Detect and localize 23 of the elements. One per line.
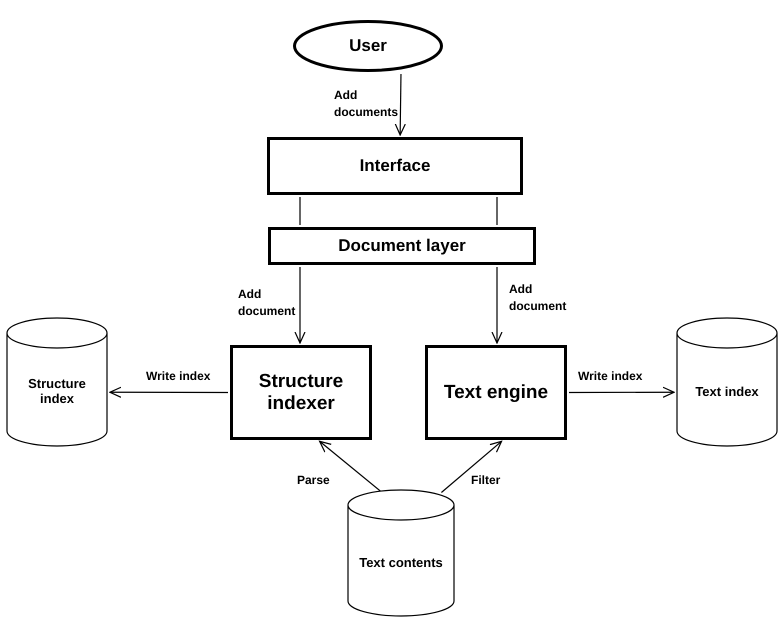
node-label: Structure indexer xyxy=(258,370,344,414)
arrow xyxy=(491,267,503,344)
node-label: Structure index xyxy=(27,376,87,406)
node-label: Text contents xyxy=(358,554,444,570)
database-cylinder xyxy=(347,490,455,616)
node-label: Interface xyxy=(358,156,432,176)
node-label: Text index xyxy=(694,384,760,398)
arrow xyxy=(318,440,383,493)
arrow xyxy=(394,74,406,136)
process-box xyxy=(230,345,372,440)
terminal-ellipse xyxy=(293,20,443,72)
node-label: Document layer xyxy=(337,236,467,256)
database-cylinder xyxy=(676,318,778,446)
node-label: User xyxy=(348,36,388,56)
process-box xyxy=(425,345,567,440)
arrow xyxy=(569,386,675,398)
arrow xyxy=(294,267,306,344)
arrow xyxy=(441,440,502,493)
database-cylinder xyxy=(6,318,108,446)
process-box xyxy=(267,137,523,195)
layer-box xyxy=(268,227,536,265)
arrow xyxy=(109,386,228,398)
node-label: Text engine xyxy=(442,382,550,404)
